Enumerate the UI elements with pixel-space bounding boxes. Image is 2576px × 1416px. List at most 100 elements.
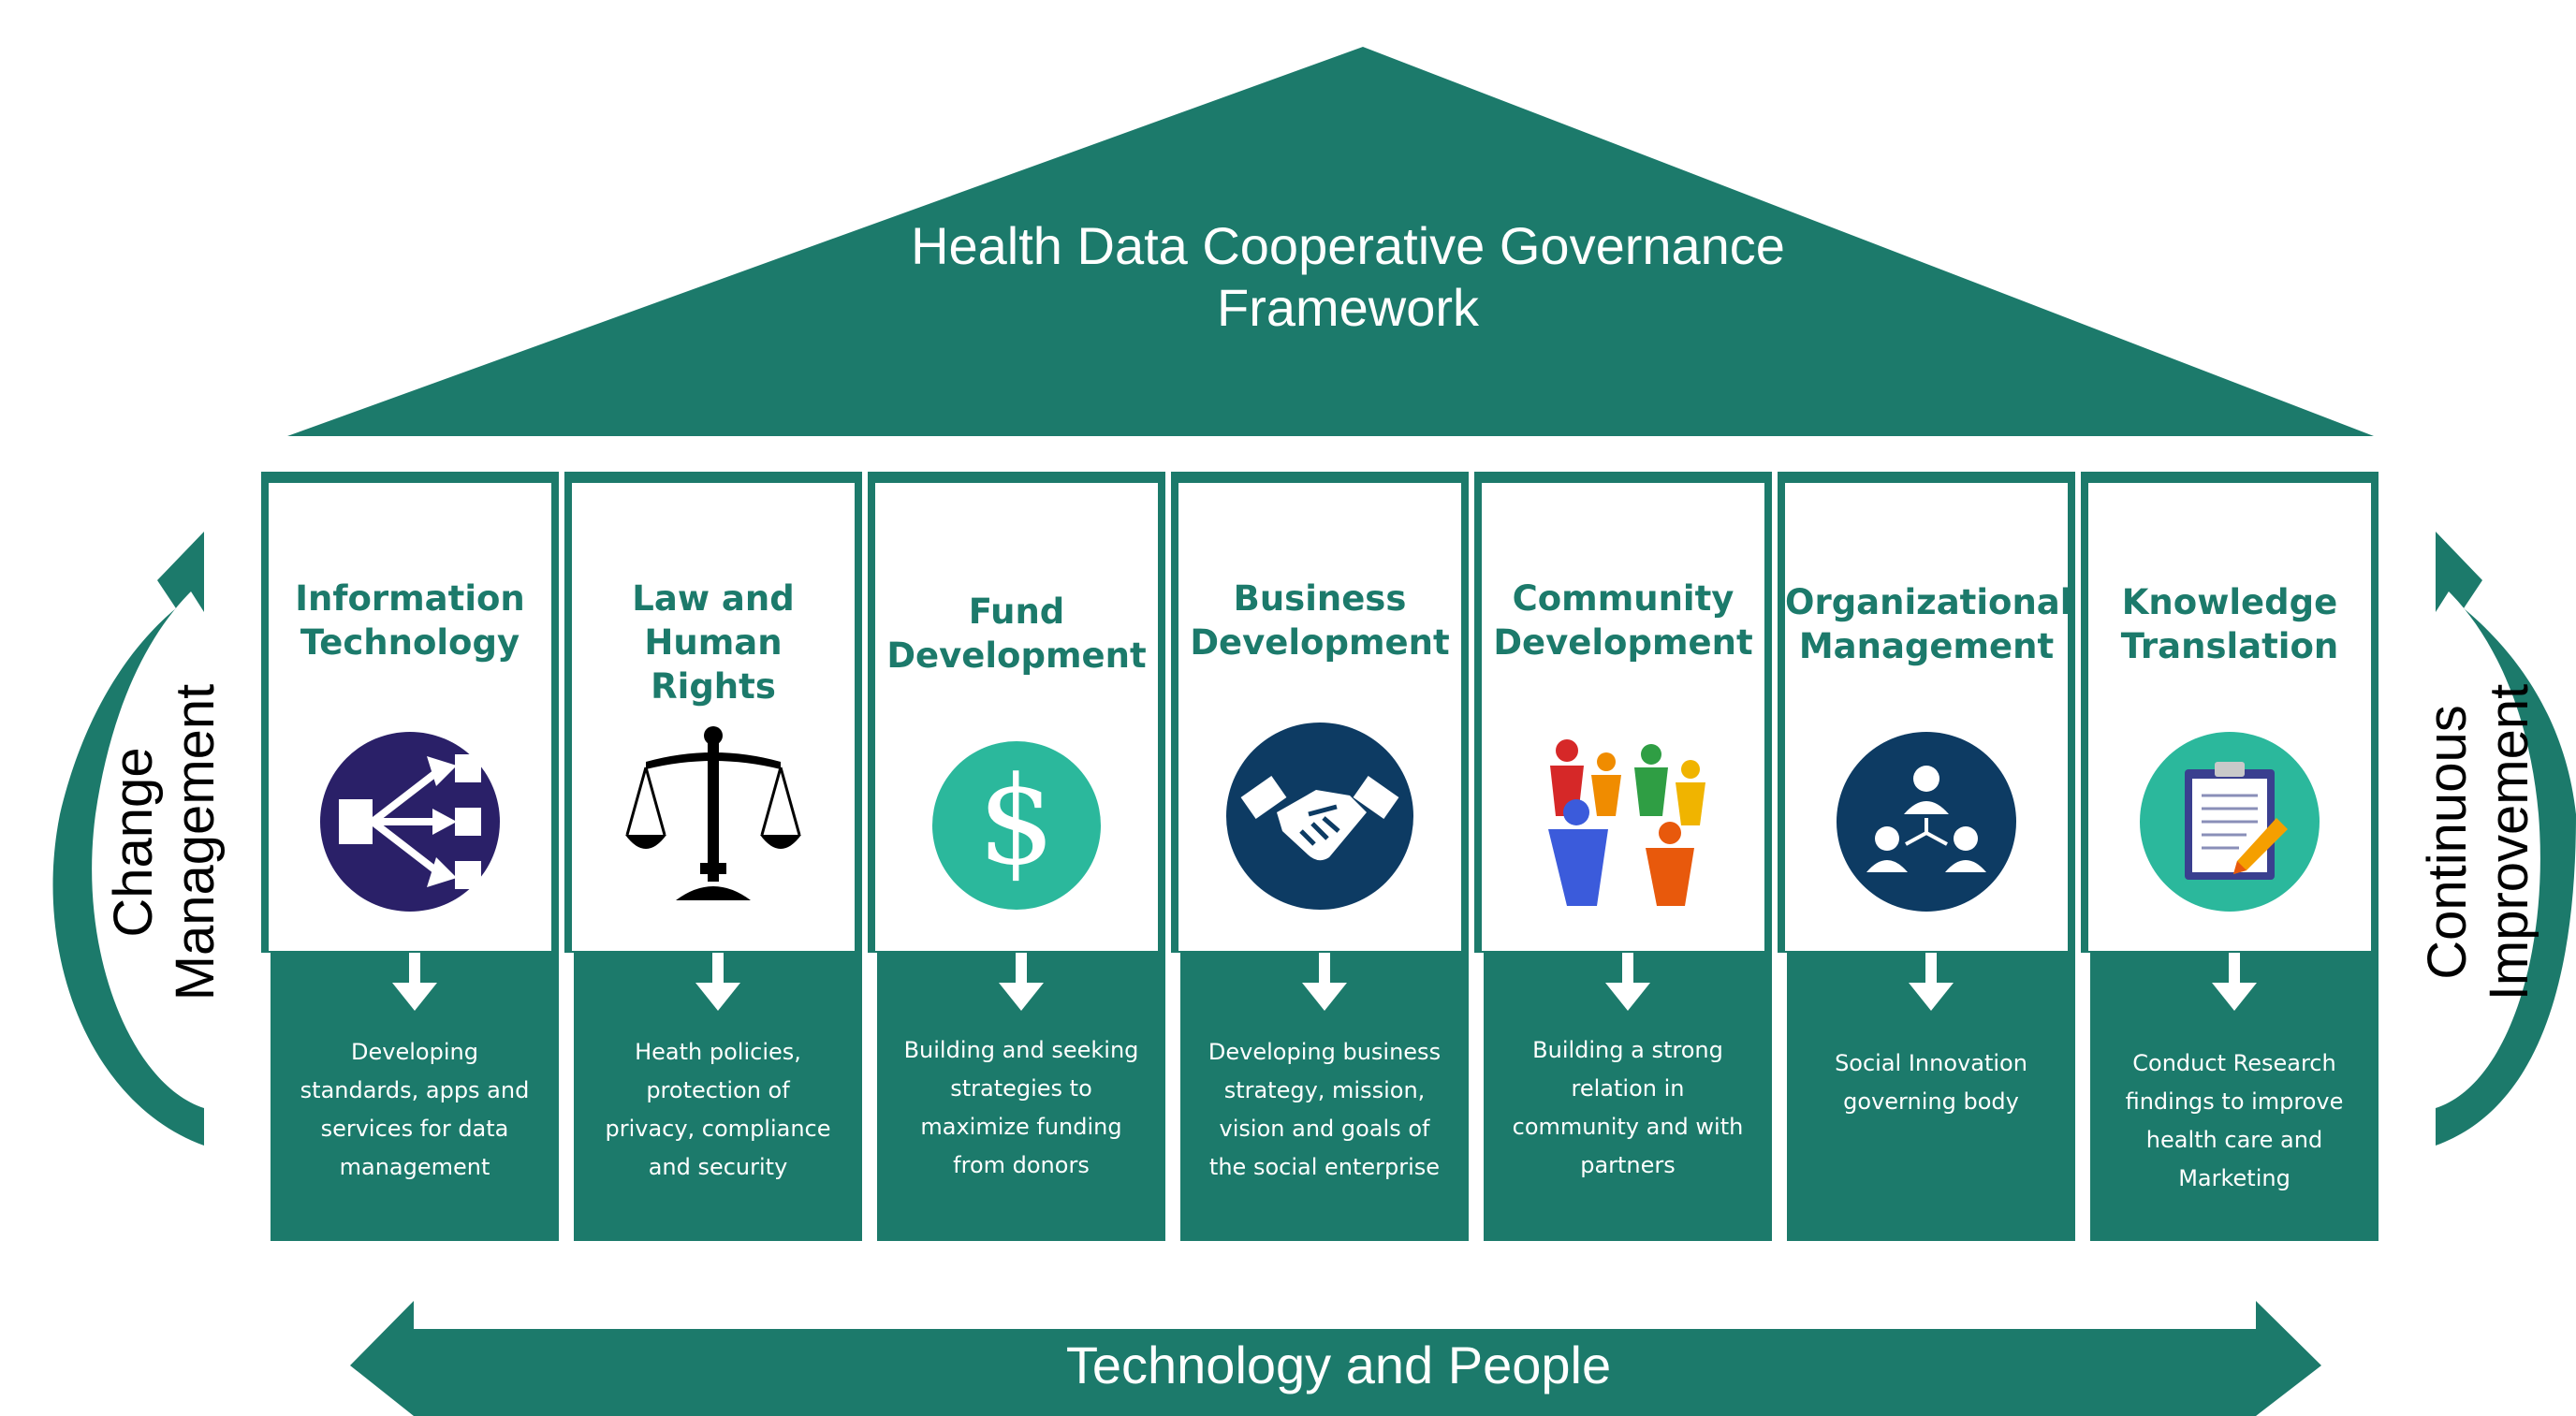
clipboard-pencil-icon — [2136, 728, 2323, 915]
change-management-line1: Change — [103, 747, 164, 938]
pillar-organizational-management: Organizational Management — [1778, 472, 2075, 1241]
pillar-description: Conduct Research findings to improve hea… — [2103, 1044, 2365, 1198]
description-line: Developing — [351, 1039, 478, 1065]
pillar-title-line: Technology — [300, 622, 520, 663]
pillar-description: Building a strong relation in community … — [1497, 1031, 1759, 1185]
pillar-card: Business Development — [1178, 483, 1461, 951]
pillar-description-box: Conduct Research findings to improve hea… — [2090, 953, 2378, 1241]
pillar-description-box: Building and seeking strategies to maxim… — [877, 953, 1165, 1241]
pillar-description-box: Developing standards, apps and services … — [271, 953, 559, 1241]
pillar-description-box: Developing business strategy, mission, v… — [1180, 953, 1469, 1241]
pillar-title-line: Information — [295, 578, 525, 619]
pillar-business-development: Business Development — [1171, 472, 1469, 1241]
pillar-description-box: Social Innovation governing body — [1787, 953, 2075, 1241]
description-line: partners — [1580, 1152, 1676, 1178]
description-line: standards, apps and — [300, 1077, 530, 1103]
change-management-label: Change Management — [103, 674, 227, 1011]
description-line: governing body — [1843, 1088, 2019, 1115]
pillar-card: Knowledge Translation — [2088, 483, 2371, 951]
description-line: management — [339, 1154, 490, 1180]
pillar-law-and-human-rights: Law and Human Rights — [564, 472, 862, 1241]
roof-triangle — [287, 47, 2374, 436]
pillar-title-line: Fund — [968, 591, 1065, 632]
pillar-title: Business Development — [1178, 577, 1461, 664]
down-arrow-icon — [1605, 953, 1650, 1011]
continuous-improvement-line2: Improvement — [2479, 683, 2539, 1001]
pillar-description: Social Innovation governing body — [1800, 1044, 2062, 1121]
framework-title-line1: Health Data Cooperative Governance — [911, 216, 1785, 275]
pillar-description: Developing business strategy, mission, v… — [1193, 1033, 1456, 1187]
pillar-title-line: Community — [1512, 578, 1734, 619]
pillar-title-line: Business — [1233, 578, 1407, 619]
pillar-title-line: Management — [1798, 626, 2055, 666]
pillar-card: Law and Human Rights — [572, 483, 855, 951]
down-arrow-icon — [695, 953, 740, 1011]
pillar-title: Knowledge Translation — [2088, 580, 2371, 668]
description-line: maximize funding — [920, 1114, 1122, 1140]
pillar-title-line: Translation — [2120, 626, 2339, 666]
pillar-title: Law and Human Rights — [572, 577, 855, 708]
pillar-title-line: Development — [1190, 622, 1450, 663]
pillar-description: Heath policies, protection of privacy, c… — [587, 1033, 849, 1187]
description-line: services for data — [320, 1116, 509, 1142]
description-line: privacy, compliance — [605, 1116, 831, 1142]
dollar-sign-icon: $ — [923, 732, 1110, 919]
down-arrow-icon — [392, 953, 437, 1011]
pillar-title: Fund Development — [875, 590, 1158, 678]
description-line: Marketing — [2178, 1165, 2291, 1191]
description-line: Heath policies, — [635, 1039, 801, 1065]
pillar-title: Organizational Management — [1785, 580, 2072, 668]
pillar-description: Building and seeking strategies to maxim… — [890, 1031, 1152, 1185]
description-line: Social Innovation — [1835, 1050, 2027, 1076]
pillar-title-line: Development — [886, 635, 1147, 676]
down-arrow-icon — [999, 953, 1044, 1011]
right-curved-arrow-icon — [2436, 532, 2576, 1146]
description-line: Developing business — [1208, 1039, 1442, 1065]
pillar-card: Information Technology — [269, 483, 551, 951]
description-line: the social enterprise — [1208, 1154, 1441, 1180]
description-line: Building a strong — [1532, 1037, 1723, 1063]
pillar-title: Information Technology — [269, 577, 551, 664]
pillar-knowledge-translation: Knowledge Translation — [2081, 472, 2378, 1241]
description-line: from donors — [953, 1152, 1090, 1178]
description-line: findings to improve — [2125, 1088, 2344, 1115]
pillar-title: Community Development — [1482, 577, 1764, 664]
pillar-information-technology: Information Technology — [261, 472, 559, 1241]
description-line: protection of — [646, 1077, 790, 1103]
pillar-title-line: Organizational — [1785, 582, 2072, 622]
framework-title: Health Data Cooperative Governance Frame… — [805, 215, 1891, 339]
community-people-icon — [1530, 723, 1717, 910]
change-management-line2: Management — [165, 683, 226, 1001]
org-chart-people-icon — [1833, 728, 2020, 915]
pillar-card: Fund Development $ — [875, 483, 1158, 951]
pillar-title-line: Development — [1493, 622, 1753, 663]
down-arrow-icon — [2212, 953, 2257, 1011]
description-line: health care and — [2145, 1127, 2323, 1153]
description-line: relation in — [1571, 1075, 1685, 1102]
pillar-title-line: Knowledge — [2121, 582, 2338, 622]
description-line: strategy, mission, — [1223, 1077, 1426, 1103]
down-arrow-icon — [1909, 953, 1954, 1011]
continuous-improvement-line1: Continuous — [2417, 705, 2478, 980]
pillar-community-development: Community Development — [1474, 472, 1772, 1241]
scales-of-justice-icon — [620, 723, 807, 910]
left-curved-arrow-icon — [52, 532, 204, 1146]
technology-people-double-arrow — [350, 1301, 2321, 1416]
pillar-title-line: Rights — [651, 666, 776, 707]
down-arrow-icon — [1302, 953, 1347, 1011]
description-line: strategies to — [950, 1075, 1092, 1102]
pillar-description-box: Building a strong relation in community … — [1484, 953, 1772, 1241]
pillar-description-box: Heath policies, protection of privacy, c… — [574, 953, 862, 1241]
pillar-description: Developing standards, apps and services … — [284, 1033, 546, 1187]
pillar-fund-development: Fund Development $ Building and seeking … — [868, 472, 1165, 1241]
pillar-card: Community Development — [1482, 483, 1764, 951]
continuous-improvement-label: Continuous Improvement — [2417, 674, 2540, 1011]
description-line: and security — [648, 1154, 788, 1180]
technology-and-people-label: Technology and People — [1065, 1336, 1612, 1394]
pillar-title-line: Law and — [632, 578, 795, 619]
pillar-card: Organizational Management — [1785, 483, 2072, 951]
description-line: Conduct Research — [2132, 1050, 2336, 1076]
description-line: community and with — [1512, 1114, 1744, 1140]
